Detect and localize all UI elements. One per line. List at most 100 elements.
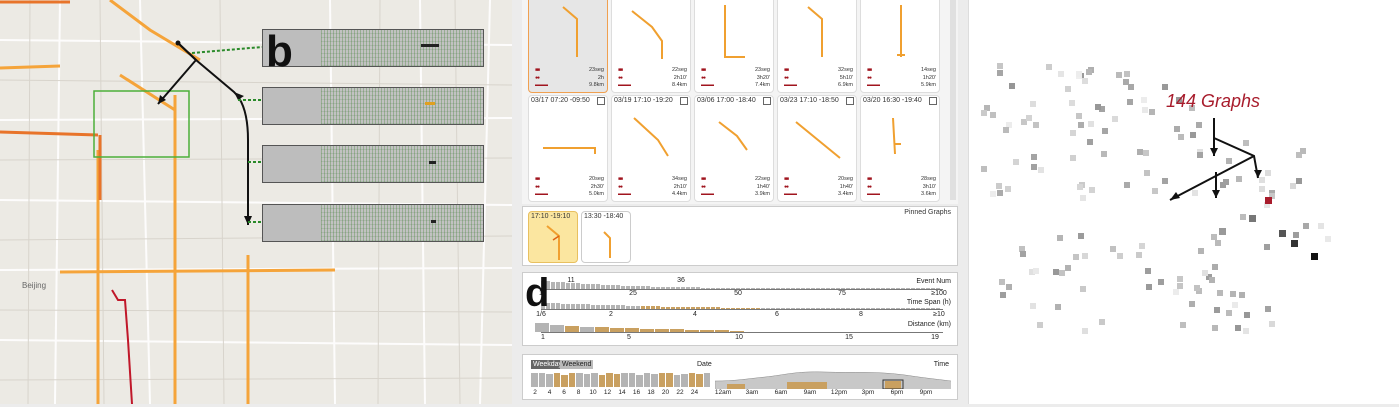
graph-point[interactable] bbox=[1192, 189, 1199, 196]
graph-point[interactable] bbox=[1117, 252, 1124, 259]
graph-point[interactable] bbox=[1173, 125, 1180, 132]
graph-point[interactable] bbox=[1264, 305, 1271, 312]
graph-point[interactable] bbox=[996, 183, 1003, 190]
graph-point[interactable] bbox=[1029, 101, 1036, 108]
graph-point[interactable] bbox=[1038, 167, 1045, 174]
graph-point[interactable] bbox=[1299, 148, 1306, 154]
graph-point[interactable] bbox=[1198, 247, 1205, 254]
graph-point[interactable] bbox=[1178, 133, 1185, 140]
selection-box[interactable] bbox=[93, 90, 190, 158]
graph-point[interactable] bbox=[1226, 157, 1233, 164]
graph-point[interactable] bbox=[1216, 289, 1223, 296]
map-canvas[interactable]: Beijing bbox=[0, 0, 512, 404]
graph-point[interactable] bbox=[1081, 253, 1088, 260]
graph-point[interactable] bbox=[1208, 277, 1215, 284]
graph-point[interactable] bbox=[1079, 285, 1086, 292]
event-num-filter[interactable]: Event Num 1 11 25 36 50 75 ≥100 bbox=[531, 275, 955, 297]
weekend-toggle[interactable]: Weekend bbox=[560, 360, 594, 369]
graph-point[interactable] bbox=[1075, 70, 1082, 77]
graph-point[interactable] bbox=[1236, 176, 1243, 183]
graph-point[interactable] bbox=[1123, 70, 1130, 77]
graph-point[interactable] bbox=[996, 189, 1003, 196]
graph-point[interactable] bbox=[1058, 70, 1065, 77]
graph-point[interactable] bbox=[1069, 99, 1076, 106]
graph-point[interactable] bbox=[1189, 105, 1196, 112]
grid-scrollbar[interactable] bbox=[950, 0, 956, 200]
graph-point[interactable] bbox=[1206, 274, 1213, 281]
graph-point[interactable] bbox=[1028, 269, 1035, 276]
graph-point[interactable] bbox=[1032, 267, 1039, 274]
graph-point[interactable] bbox=[1086, 68, 1093, 75]
graph-point[interactable] bbox=[1122, 79, 1129, 86]
graph-point[interactable] bbox=[980, 110, 987, 117]
graph-point[interactable] bbox=[1052, 269, 1059, 275]
graph-point[interactable] bbox=[1099, 106, 1106, 113]
graph-point[interactable] bbox=[1152, 188, 1159, 195]
graph-point[interactable] bbox=[1177, 282, 1184, 289]
graph-point[interactable] bbox=[1078, 121, 1085, 128]
graph-point[interactable] bbox=[1144, 169, 1151, 176]
graph-point[interactable] bbox=[1264, 170, 1271, 177]
graph-point[interactable] bbox=[1229, 290, 1236, 297]
graph-point[interactable] bbox=[1054, 303, 1061, 310]
graph-card-checkbox[interactable] bbox=[680, 97, 688, 105]
graph-point[interactable] bbox=[1005, 122, 1012, 129]
graph-point[interactable] bbox=[1234, 324, 1241, 331]
graph-point[interactable] bbox=[1124, 181, 1131, 188]
graph-card-checkbox[interactable] bbox=[763, 97, 771, 105]
graph-point[interactable] bbox=[1082, 77, 1089, 84]
graph-point[interactable] bbox=[1222, 179, 1229, 186]
graph-point[interactable] bbox=[1265, 197, 1272, 204]
graph-point[interactable] bbox=[1030, 154, 1037, 161]
graph-point[interactable] bbox=[1079, 195, 1086, 202]
graph-point[interactable] bbox=[990, 111, 997, 118]
graph-point[interactable] bbox=[990, 191, 997, 198]
graph-point[interactable] bbox=[1145, 268, 1152, 275]
graph-point[interactable] bbox=[1111, 116, 1118, 123]
graph-point[interactable] bbox=[980, 165, 987, 172]
graph-point[interactable] bbox=[1045, 64, 1052, 71]
graph-point[interactable] bbox=[1243, 312, 1250, 319]
graph-point[interactable] bbox=[1172, 288, 1179, 295]
graph-card-checkbox[interactable] bbox=[597, 97, 605, 105]
graph-point[interactable] bbox=[1032, 122, 1039, 129]
graph-point[interactable] bbox=[1161, 178, 1168, 185]
graph-point[interactable] bbox=[1211, 324, 1218, 331]
graph-point[interactable] bbox=[1195, 122, 1202, 129]
graph-point[interactable] bbox=[1264, 201, 1271, 208]
graph-point[interactable] bbox=[1069, 155, 1076, 162]
graph-point[interactable] bbox=[1064, 85, 1071, 92]
map-view[interactable]: Beijing b bbox=[0, 0, 512, 404]
graph-point[interactable] bbox=[1242, 327, 1249, 334]
graph-point[interactable] bbox=[1143, 149, 1150, 156]
graph-point[interactable] bbox=[999, 291, 1006, 298]
graph-point[interactable] bbox=[1188, 300, 1195, 307]
graph-point[interactable] bbox=[1239, 213, 1246, 220]
graph-point[interactable] bbox=[1136, 149, 1143, 156]
graph-point[interactable] bbox=[1157, 279, 1164, 286]
graph-point[interactable] bbox=[1213, 306, 1220, 313]
graph-point[interactable] bbox=[1293, 231, 1300, 238]
graph-point[interactable] bbox=[1070, 129, 1077, 136]
graph-point[interactable] bbox=[1110, 245, 1117, 252]
graph-point[interactable] bbox=[1202, 270, 1209, 277]
graph-point[interactable] bbox=[1291, 240, 1298, 247]
graph-point[interactable] bbox=[1258, 186, 1265, 192]
graph-point[interactable] bbox=[1082, 327, 1089, 334]
event-strip-1[interactable] bbox=[262, 29, 484, 67]
graph-point[interactable] bbox=[1311, 253, 1318, 260]
graph-point[interactable] bbox=[1211, 234, 1217, 241]
graph-point[interactable] bbox=[1193, 285, 1200, 292]
graph-point[interactable] bbox=[1009, 83, 1016, 90]
graph-point[interactable] bbox=[1019, 251, 1026, 258]
graph-point[interactable] bbox=[1101, 151, 1108, 158]
graph-point[interactable] bbox=[1126, 99, 1133, 106]
event-strip-4[interactable] bbox=[262, 204, 484, 242]
graph-point[interactable] bbox=[1002, 126, 1009, 133]
